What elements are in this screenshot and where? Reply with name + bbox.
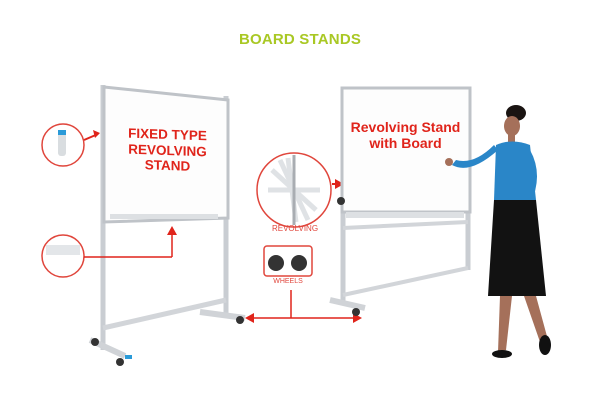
presenter-woman	[445, 105, 551, 358]
middle-callouts	[245, 152, 362, 323]
wheels-label: WHEELS	[273, 278, 303, 285]
page-title: BOARD STANDS	[238, 31, 362, 48]
right-stand	[329, 86, 472, 316]
revolving-label: REVOLVING	[271, 224, 319, 233]
left-stand	[88, 85, 246, 366]
left-callouts	[41, 123, 177, 278]
left-board-caption: FIXED TYPE REVOLVING STAND	[105, 125, 230, 176]
left-board-line2: REVOLVING STAND	[128, 141, 207, 174]
right-board-line1: Revolving Stand	[350, 119, 461, 135]
right-board-line2: with Board	[369, 135, 442, 152]
right-board-caption: Revolving Stand with Board	[343, 119, 468, 151]
